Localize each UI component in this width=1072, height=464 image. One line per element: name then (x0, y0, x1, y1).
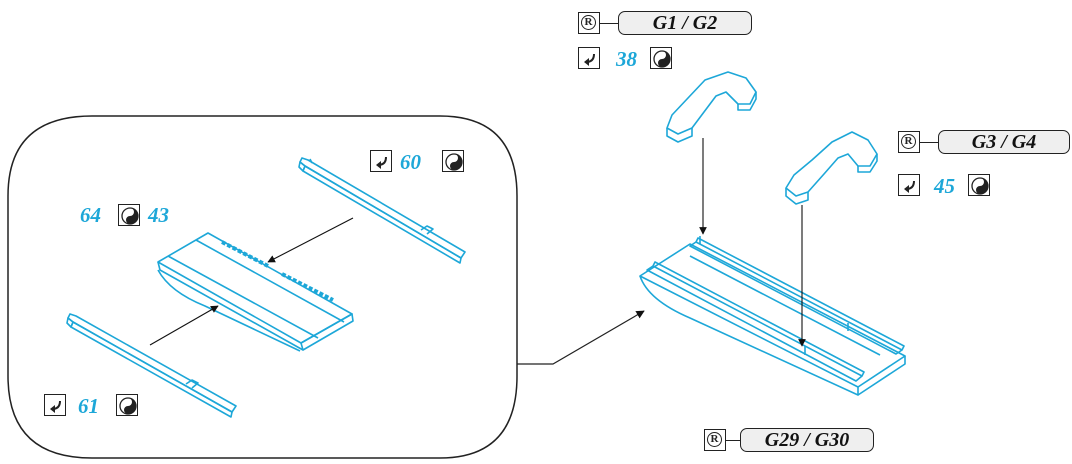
yin-yang-glue-icon (442, 150, 464, 172)
step-60: 60 (400, 150, 421, 174)
registered-r-icon: R (898, 131, 920, 153)
step-43: 43 (148, 203, 169, 227)
registered-r-icon: R (578, 12, 600, 34)
part-base-assembly (639, 236, 906, 396)
registered-r-icon: R (704, 429, 726, 451)
step-61: 61 (78, 394, 99, 418)
yin-yang-glue-icon (116, 394, 138, 416)
arrow-60-to-sheet (267, 217, 354, 263)
fold-arrow-icon (578, 47, 600, 69)
part-g3-g4-bracket (785, 131, 878, 205)
step-38: 38 (616, 47, 637, 71)
part-center-sheet (157, 232, 354, 352)
yin-yang-glue-icon (118, 204, 140, 226)
arrow-61-to-sheet (149, 305, 219, 346)
callout-g29-g30: G29 / G30 (740, 428, 874, 452)
part-g1-g2-bracket (666, 71, 757, 143)
step-64: 64 (80, 203, 101, 227)
step-45: 45 (934, 174, 955, 198)
fold-arrow-icon (370, 150, 392, 172)
inset-frame (7, 115, 518, 459)
callout-connector (920, 142, 938, 143)
part-61-rail (66, 313, 237, 418)
callout-connector (600, 23, 618, 24)
yin-yang-glue-icon (968, 174, 990, 196)
callout-g3-g4: G3 / G4 (938, 130, 1070, 154)
part-60-rail (298, 157, 466, 264)
inset-leader-line (517, 310, 645, 365)
fold-arrow-icon (898, 174, 920, 196)
callout-g1-g2: G1 / G2 (618, 11, 752, 35)
callout-connector (726, 440, 740, 441)
fold-arrow-icon (44, 394, 66, 416)
yin-yang-glue-icon (650, 47, 672, 69)
